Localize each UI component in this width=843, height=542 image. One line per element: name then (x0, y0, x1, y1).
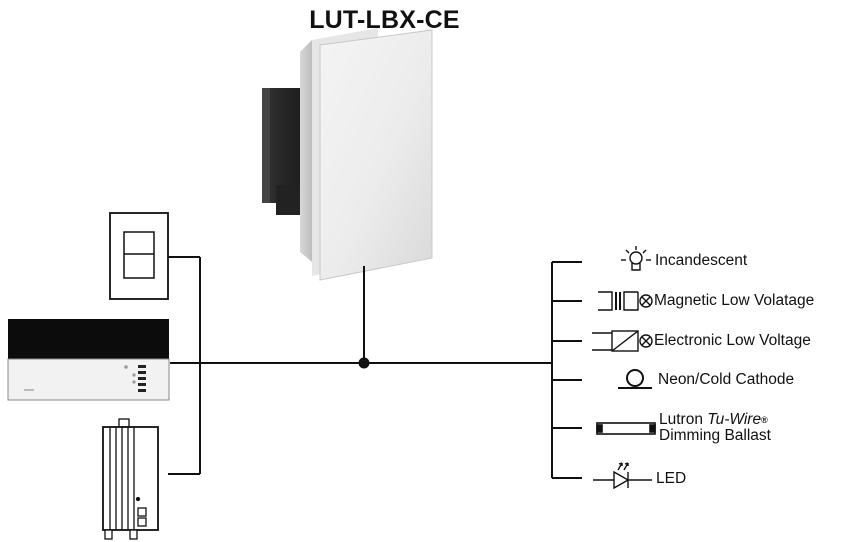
load-label-tu-wire-ballast: Lutron Tu-Wire® Dimming Ballast (659, 411, 771, 444)
wallbox-dimmer-icon (109, 212, 169, 300)
power-module-icon (102, 418, 159, 540)
device-title: LUT-LBX-CE (309, 6, 460, 34)
led-icon (593, 462, 652, 490)
load-label-neon-cold-cathode: Neon/Cold Cathode (658, 371, 795, 388)
load-label-incandescent: Incandescent (655, 252, 748, 269)
load-label-electronic-low-voltage: Electronic Low Voltage (654, 332, 811, 349)
bus-lines (168, 256, 582, 479)
load-label-led: LED (656, 470, 687, 487)
tabletop-controller-icon (7, 319, 170, 401)
fluorescent-ballast-icon (596, 422, 656, 435)
lightbulb-icon (621, 246, 651, 271)
neon-tube-icon (618, 369, 652, 389)
load-label-magnetic-low-voltage: Magnetic Low Volatage (654, 292, 815, 309)
magnetic-transformer-icon (598, 291, 653, 311)
junction-dot (358, 357, 370, 369)
lut-lbx-ce-enclosure (262, 28, 433, 281)
electronic-transformer-icon (592, 330, 653, 352)
